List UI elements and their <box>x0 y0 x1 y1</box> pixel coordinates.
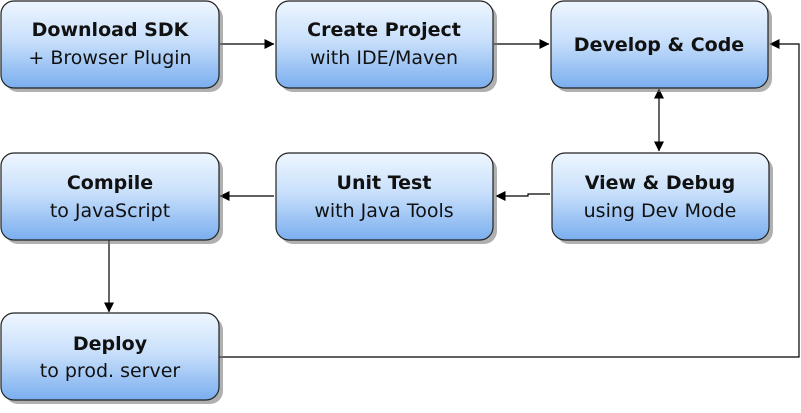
connectors <box>104 39 800 358</box>
node-download-sdk: Download SDK + Browser Plugin <box>0 0 223 92</box>
node-deploy-subtitle: to prod. server <box>40 360 181 382</box>
node-download-sdk-subtitle: + Browser Plugin <box>28 47 191 69</box>
node-create-project: Create Project with IDE/Maven <box>275 0 497 92</box>
node-deploy-title: Deploy <box>73 333 148 355</box>
node-compile: Compile to JavaScript <box>0 152 223 244</box>
node-unit-test-title: Unit Test <box>337 172 432 194</box>
connector-debug-to-unit-test <box>495 191 550 201</box>
node-view-debug-subtitle: using Dev Mode <box>584 200 737 222</box>
node-deploy: Deploy to prod. server <box>0 312 223 404</box>
node-compile-subtitle: to JavaScript <box>50 200 170 222</box>
node-create-project-subtitle: with IDE/Maven <box>310 47 458 69</box>
node-view-debug-box <box>551 152 770 241</box>
node-compile-title: Compile <box>67 172 153 194</box>
node-develop-code: Develop & Code <box>550 0 772 92</box>
node-unit-test-box <box>275 152 494 241</box>
node-view-debug: View & Debug using Dev Mode <box>551 152 773 244</box>
connector-deploy-loop-to-develop <box>219 39 800 358</box>
node-download-sdk-title: Download SDK <box>32 19 190 41</box>
node-download-sdk-box <box>0 0 220 89</box>
node-develop-code-box <box>550 0 769 89</box>
node-unit-test: Unit Test with Java Tools <box>275 152 497 244</box>
node-view-debug-title: View & Debug <box>585 172 736 194</box>
node-develop-code-title: Develop & Code <box>574 34 744 56</box>
node-deploy-box <box>0 312 220 401</box>
node-create-project-box <box>275 0 494 89</box>
node-unit-test-subtitle: with Java Tools <box>314 200 453 222</box>
node-create-project-title: Create Project <box>307 19 461 41</box>
node-compile-box <box>0 152 220 241</box>
